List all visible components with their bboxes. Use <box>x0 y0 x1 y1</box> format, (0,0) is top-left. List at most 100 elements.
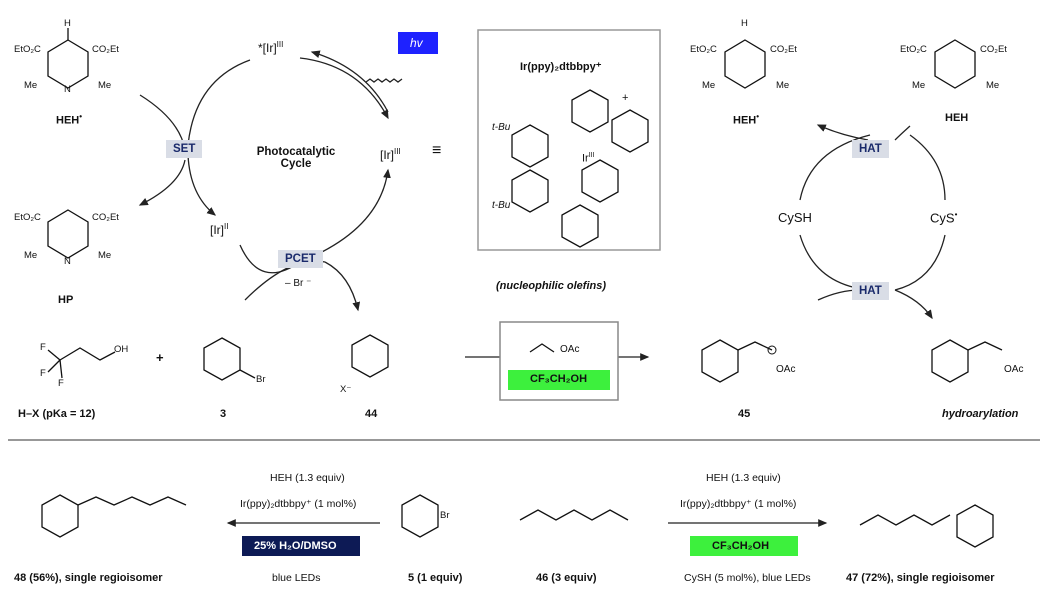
me-right-2: Me <box>98 250 112 261</box>
ester-right-2: CO₂Et <box>92 212 119 223</box>
reagent-5-label: 5 (1 equiv) <box>408 572 463 584</box>
left-condition-box-label: 25% H₂O/DMSO <box>254 540 337 552</box>
ir-excited-label: *[Ir]III <box>258 40 284 55</box>
hv-squiggle <box>365 78 403 83</box>
right-condition-1: HEH (1.3 equiv) <box>706 472 781 484</box>
catalyst-name: Ir(ppy)₂dtbbpy⁺ <box>520 61 602 73</box>
ester-left-1: EtO₂C <box>14 44 41 55</box>
me-right-3: Me <box>776 80 790 91</box>
catalyst-charge: + <box>622 92 629 104</box>
hv-label: hv <box>410 36 423 50</box>
product-oac: OAc <box>1004 364 1024 375</box>
heh-left-h: H <box>64 18 71 29</box>
heh-right-h: H <box>741 18 748 29</box>
br-loss-label: – Br ⁻ <box>285 278 312 289</box>
right-condition-3: CySH (5 mol%), blue LEDs <box>684 572 811 584</box>
ester-right-3: CO₂Et <box>770 44 797 55</box>
iridium-center: IrIII <box>582 152 595 165</box>
bromopyridine-3-ring <box>203 337 256 381</box>
cycle-arrow-hv-return <box>310 50 389 113</box>
pcet-tag: PCET <box>278 250 323 268</box>
heh-radical-right-label: HEH• <box>733 112 760 127</box>
fluorine-2: F <box>40 368 46 379</box>
hp-label: HP <box>58 294 74 306</box>
solvent-box-green <box>508 370 610 390</box>
bromopyridine-5-structure <box>401 494 439 538</box>
left-condition-3: blue LEDs <box>272 572 321 584</box>
bromine-label-5: Br <box>440 510 450 521</box>
radical-45-oac: OAc <box>776 364 796 375</box>
pyridinium-44-ring <box>351 334 389 378</box>
cycle-arrow-top <box>299 57 389 120</box>
product-47-label: 47 (72%), single regioisomer <box>846 572 995 584</box>
cycle-arrow-right <box>299 168 391 263</box>
heh-radical-left-ring <box>47 28 89 89</box>
right-condition-box <box>690 536 798 556</box>
hp-ring <box>47 209 89 259</box>
cycle-arrow-left-upper <box>187 59 251 146</box>
left-condition-1: HEH (1.3 equiv) <box>270 472 345 484</box>
catalyst-structure <box>511 89 649 248</box>
ester-right-4: CO₂Et <box>980 44 1007 55</box>
ester-right-1: CO₂Et <box>92 44 119 55</box>
tbu-top: t-Bu <box>492 122 511 133</box>
left-condition-box <box>242 536 360 556</box>
nucleophilic-olefins-label: (nucleophilic olefins) <box>496 280 607 292</box>
compound-45-label: 45 <box>738 408 751 420</box>
heh-label: HEH <box>945 112 969 124</box>
ester-left-2: EtO₂C <box>14 212 41 223</box>
hat-cycle-right-lower <box>894 234 946 291</box>
hat-arrow-to-product <box>894 289 933 320</box>
cysh-label: CySH <box>778 210 812 225</box>
fluorine-3: F <box>58 378 64 389</box>
hat-arrow-from-heh <box>894 125 911 141</box>
hp-n: N <box>64 256 71 267</box>
counterion-label: X⁻ <box>340 384 352 395</box>
catalyst-box <box>477 29 661 251</box>
hat-tag-top: HAT <box>852 140 889 158</box>
compound-44-label: 44 <box>365 408 378 420</box>
vinyl-acetate-structure <box>529 343 555 353</box>
me-right-4: Me <box>986 80 1000 91</box>
hx-label: H–X (pKa = 12) <box>18 408 96 420</box>
set-tag: SET <box>166 140 203 158</box>
right-condition-2: Ir(ppy)₂dtbbpy⁺ (1 mol%) <box>680 498 797 510</box>
me-right-1: Me <box>98 80 112 91</box>
heh-left-n: N <box>64 84 71 95</box>
me-left-4: Me <box>912 80 926 91</box>
pcet-arrow-out <box>324 261 361 312</box>
compound-3-label: 3 <box>220 408 227 420</box>
crotonate-46-structure <box>519 509 629 521</box>
hat-arrow-to-heh-radical <box>816 124 869 141</box>
me-left-3: Me <box>702 80 716 91</box>
heh-ring <box>934 39 976 89</box>
radical-45-structure <box>701 339 777 383</box>
trifluoroethanol-structure <box>47 347 116 379</box>
ester-left-4: EtO₂C <box>900 44 927 55</box>
hydroarylation-label: hydroarylation <box>942 408 1019 420</box>
heh-radical-left-label: HEH• <box>56 112 83 127</box>
hat-tag-bottom: HAT <box>852 282 889 300</box>
vinyl-acetate-oac: OAc <box>560 344 580 355</box>
left-condition-2: Ir(ppy)₂dtbbpy⁺ (1 mol%) <box>240 498 357 510</box>
product-48-label: 48 (56%), single regioisomer <box>14 572 163 584</box>
solvent-box-label: CF₃CH₂OH <box>530 373 588 385</box>
hv-box: hv <box>398 32 438 54</box>
fluorine-1: F <box>40 342 46 353</box>
equivalence-symbol: ≡ <box>432 142 442 159</box>
product-47-structure <box>859 504 994 548</box>
hydroxyl-label: OH <box>114 344 129 355</box>
hat-cycle-right-upper <box>909 134 946 201</box>
bromine-label-3: Br <box>256 374 266 385</box>
ir2-label: [Ir]II <box>210 222 229 237</box>
cycle-arrow-left-lower <box>187 154 217 216</box>
tbu-bottom: t-Bu <box>492 200 511 211</box>
set-arrow-to-hp <box>138 159 186 206</box>
product-48-structure <box>41 494 187 538</box>
me-left-2: Me <box>24 250 38 261</box>
right-condition-box-label: CF₃CH₂OH <box>712 540 770 552</box>
heh-radical-right-ring <box>724 39 766 89</box>
hydroarylation-product-structure <box>931 339 1003 383</box>
